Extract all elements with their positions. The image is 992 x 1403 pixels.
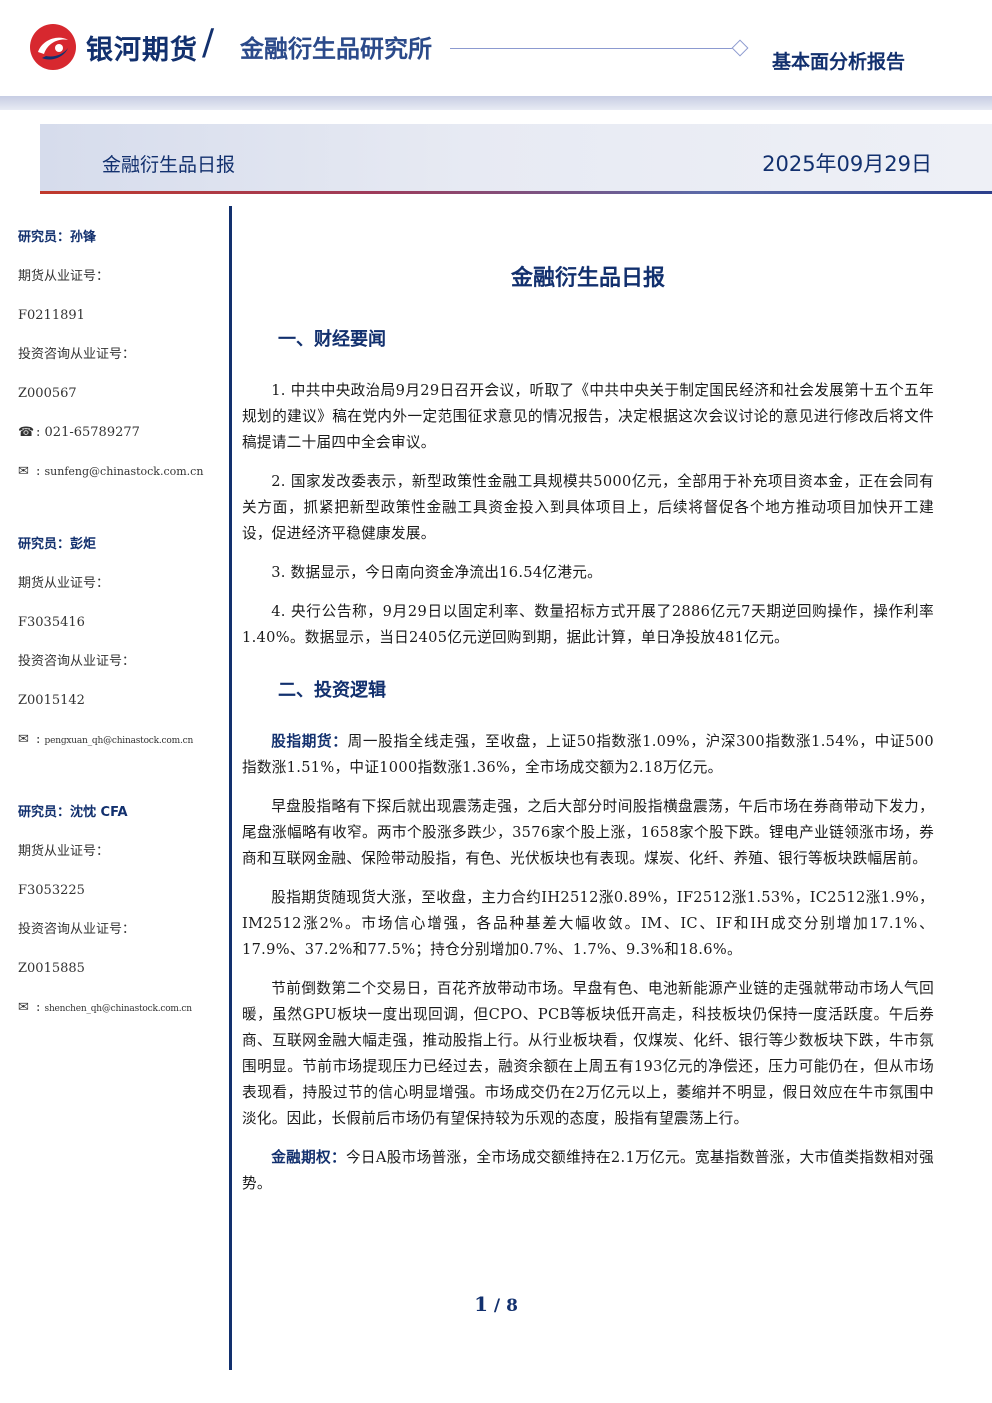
analyst-email[interactable]: ✉: pengxuan_qh@chinastock.com.cn	[18, 730, 228, 769]
current-page: 1	[474, 1292, 488, 1316]
report-series-title: 金融衍生品日报	[102, 154, 236, 176]
brand-divider: /	[202, 22, 215, 63]
header-band	[0, 96, 992, 110]
consult-license-id: Z000567	[18, 386, 77, 401]
logic-paragraph: 股指期货随现货大涨，至收盘，主力合约IH2512涨0.89%，IF2512涨1.…	[242, 889, 934, 958]
consult-license-label: 投资咨询从业证号：	[18, 922, 136, 937]
title-bar-accent	[40, 191, 992, 194]
report-date: 2025年09月29日	[762, 152, 932, 176]
email-icon: ✉	[18, 732, 29, 747]
futures-license-id: F3053225	[18, 883, 85, 898]
analyst-name: 研究员：沈忱 CFA	[18, 805, 128, 820]
consult-license-label: 投资咨询从业证号：	[18, 347, 136, 362]
page-number: 1 / 8	[0, 1292, 992, 1316]
news-item: 3. 数据显示，今日南向资金净流出16.54亿港元。	[271, 564, 603, 581]
consult-license-label: 投资咨询从业证号：	[18, 654, 136, 669]
analyst-phone: ☎: 021-65789277	[18, 423, 228, 462]
consult-license-id: Z0015885	[18, 961, 85, 976]
consult-license-id: Z0015142	[18, 693, 85, 708]
phone-icon: ☎	[18, 425, 35, 440]
logic-paragraph: 金融期权：今日A股市场普涨，全市场成交额维持在2.1万亿元。宽基指数普涨，大市值…	[242, 1149, 934, 1192]
diamond-icon	[731, 39, 749, 57]
report-header: 银河期货 / 金融衍生品研究所 基本面分析报告	[0, 0, 992, 100]
section-heading-logic: 二、投资逻辑	[278, 680, 386, 701]
email-icon: ✉	[18, 464, 29, 479]
analyst-email[interactable]: ✉: sunfeng@chinastock.com.cn	[18, 462, 228, 501]
futures-license-id: F0211891	[18, 308, 85, 323]
logic-paragraph: 股指期货：周一股指全线走强，至收盘，上证50指数涨1.09%，沪深300指数涨1…	[242, 733, 934, 776]
institute-name: 金融衍生品研究所	[240, 35, 432, 63]
paragraph-lead: 金融期权：	[271, 1149, 346, 1166]
total-pages: 8	[506, 1296, 518, 1316]
report-type: 基本面分析报告	[772, 51, 906, 73]
logic-paragraph: 早盘股指略有下探后就出现震荡走强，之后大部分时间股指横盘震荡，午后市场在券商带动…	[242, 798, 934, 867]
title-bar	[40, 124, 992, 192]
news-item: 1. 中共中央政治局9月29日召开会议，听取了《中共中央关于制定国民经济和社会发…	[242, 382, 934, 451]
futures-license-label: 期货从业证号：	[18, 576, 110, 591]
futures-license-label: 期货从业证号：	[18, 844, 110, 859]
logic-paragraph: 节前倒数第二个交易日，百花齐放带动市场。早盘有色、电池新能源产业链的走强就带动市…	[242, 980, 934, 1127]
analyst-name: 研究员：彭炬	[18, 537, 97, 552]
sidebar-divider	[229, 206, 232, 1370]
news-item: 2. 国家发改委表示，新型政策性金融工具规模共5000亿元，全部用于补充项目资本…	[242, 473, 934, 542]
section-heading-news: 一、财经要闻	[278, 329, 386, 350]
paragraph-lead: 股指期货：	[271, 733, 348, 750]
analyst-email[interactable]: ✉: shenchen_qh@chinastock.com.cn	[18, 998, 228, 1037]
futures-license-label: 期货从业证号：	[18, 269, 110, 284]
header-rule	[450, 48, 732, 49]
page-separator: /	[493, 1296, 501, 1316]
report-body: 金融衍生品日报 一、财经要闻 1. 中共中央政治局9月29日召开会议，听取了《中…	[242, 262, 934, 1210]
futures-license-id: F3035416	[18, 615, 85, 630]
email-icon: ✉	[18, 1000, 29, 1015]
news-item: 4. 央行公告称，9月29日以固定利率、数量招标方式开展了2886亿元7天期逆回…	[242, 603, 934, 646]
analyst-name: 研究员：孙锋	[18, 230, 97, 245]
brand-name: 银河期货	[86, 35, 198, 66]
analyst-sidebar: 研究员：孙锋 期货从业证号： F0211891 投资咨询从业证号： Z00056…	[18, 228, 228, 1037]
galaxy-logo-icon	[30, 24, 76, 70]
document-title: 金融衍生品日报	[510, 266, 665, 291]
